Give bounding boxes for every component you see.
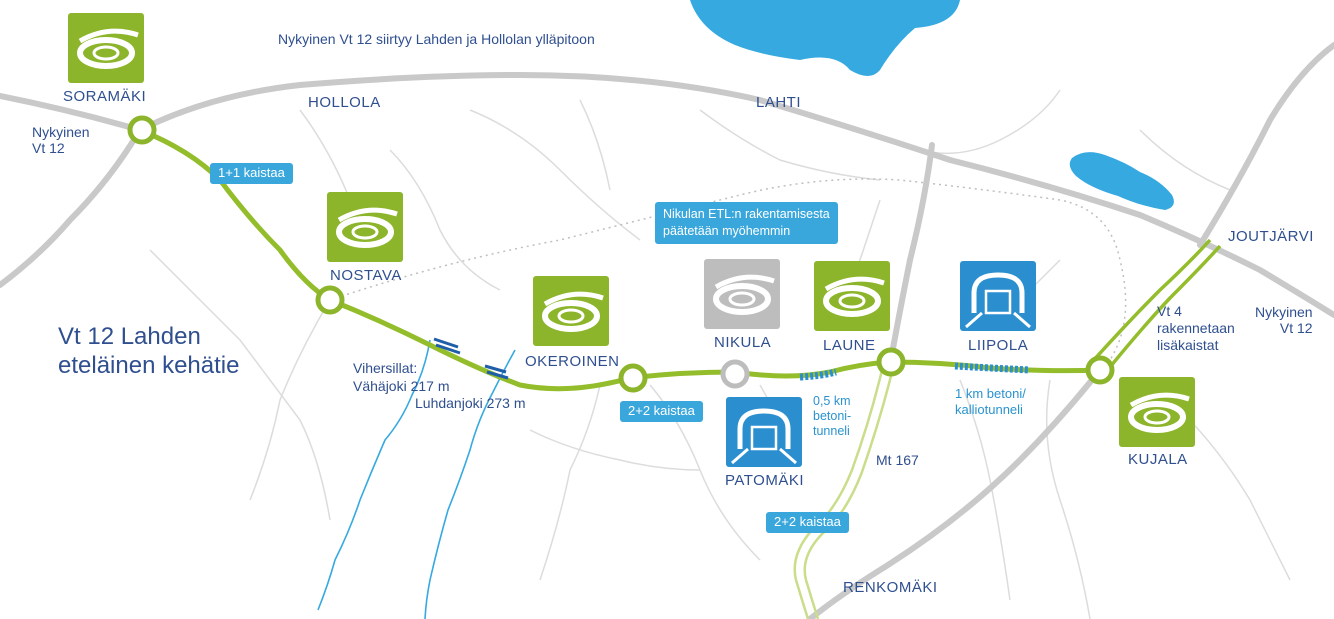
lanes-badge: 2+2 kaistaa bbox=[620, 401, 703, 422]
note-tunnel-short: 0,5 km betoni- tunneli bbox=[813, 394, 851, 439]
node-patomaki: PATOMÄKI bbox=[725, 472, 805, 489]
place-lahti: LAHTI bbox=[756, 94, 802, 111]
place-joutjarvi: JOUTJÄRVI bbox=[1228, 228, 1314, 245]
interchange-icon bbox=[68, 13, 144, 83]
note-nykyinen-east: Nykyinen Vt 12 bbox=[1255, 304, 1313, 336]
node-nostava: NOSTAVA bbox=[330, 267, 402, 284]
note-line: Vt 12 bbox=[1279, 320, 1313, 337]
note-line: lisäkaistat bbox=[1157, 336, 1219, 353]
title-line: Vt 12 Lahden bbox=[58, 323, 201, 350]
node-liipola: LIIPOLA bbox=[968, 337, 1029, 354]
interchange-icon bbox=[1119, 377, 1195, 447]
note-nykyinen-west: Nykyinen Vt 12 bbox=[32, 124, 90, 156]
note-line: tunneli bbox=[813, 424, 850, 438]
title-line: eteläinen kehätie bbox=[58, 351, 240, 379]
note-line: Nykyinen bbox=[32, 124, 90, 140]
junction-soramaki bbox=[127, 115, 157, 145]
river-luhdanjoki bbox=[424, 349, 516, 619]
tunnel-icon bbox=[960, 261, 1036, 331]
place-renkomaki: RENKOMÄKI bbox=[843, 579, 938, 596]
place-hollola: HOLLOLA bbox=[308, 94, 381, 111]
note-line: Vähäjoki 217 m bbox=[353, 377, 450, 394]
callout-line: päätetään myöhemmin bbox=[663, 223, 791, 238]
junction-kujala bbox=[1085, 355, 1115, 385]
note-mt167: Mt 167 bbox=[876, 452, 919, 468]
note-line: Vihersillat: bbox=[353, 360, 418, 376]
tunnel-icon bbox=[726, 397, 802, 467]
callout-line: Nikulan ETL:n rakentamisesta bbox=[663, 207, 830, 221]
nikula-callout: Nikulan ETL:n rakentamisesta päätetään m… bbox=[655, 202, 838, 244]
note-line: 1 km betoni/ bbox=[955, 386, 1026, 401]
interchange-icon bbox=[814, 261, 890, 331]
note-vt4: Vt 4 rakennetaan lisäkaistat bbox=[1157, 303, 1235, 353]
junction-laune bbox=[876, 347, 906, 377]
note-line: Luhdanjoki 273 m bbox=[415, 395, 526, 411]
note-line: betoni- bbox=[813, 409, 852, 423]
junction-nikula bbox=[720, 359, 750, 389]
node-laune: LAUNE bbox=[823, 337, 876, 354]
river-vahajoki bbox=[317, 339, 431, 611]
vt12-new-road bbox=[139, 127, 1101, 392]
lanes-badge: 2+2 kaistaa bbox=[766, 512, 849, 533]
note-line: Vt 12 bbox=[32, 140, 65, 157]
node-nikula: NIKULA bbox=[714, 334, 772, 351]
junction-nostava bbox=[315, 285, 345, 315]
note-line: 0,5 km bbox=[813, 394, 851, 408]
lake-joutjarvi bbox=[1069, 152, 1174, 210]
junction-okeroinen bbox=[618, 363, 648, 393]
note-line: kalliotunneli bbox=[955, 402, 1023, 418]
interchange-icon bbox=[533, 276, 609, 346]
interchange-icon bbox=[327, 192, 403, 262]
note-line: Nykyinen bbox=[1255, 304, 1313, 320]
map-title: Vt 12 Lahden eteläinen kehätie bbox=[58, 323, 239, 381]
node-soramaki: SORAMÄKI bbox=[63, 88, 147, 105]
lake-north bbox=[690, 0, 960, 76]
note-tunnel-long: 1 km betoni/ kalliotunneli bbox=[955, 386, 1026, 419]
tunnel-liipola bbox=[954, 362, 1031, 374]
interchange-icon bbox=[704, 259, 780, 329]
lanes-badge: 1+1 kaistaa bbox=[210, 163, 293, 184]
node-okeroinen: OKEROINEN bbox=[525, 353, 620, 370]
note-vihersillat: Vihersillat: Vähäjoki 217 m Luhdanjoki 2… bbox=[353, 360, 526, 413]
note-line: rakennetaan bbox=[1157, 319, 1235, 336]
node-kujala: KUJALA bbox=[1128, 451, 1188, 468]
note-line: Vt 4 bbox=[1157, 303, 1182, 319]
planned-etl-road bbox=[329, 178, 1127, 361]
top-note: Nykyinen Vt 12 siirtyy Lahden ja Hollola… bbox=[278, 31, 595, 47]
